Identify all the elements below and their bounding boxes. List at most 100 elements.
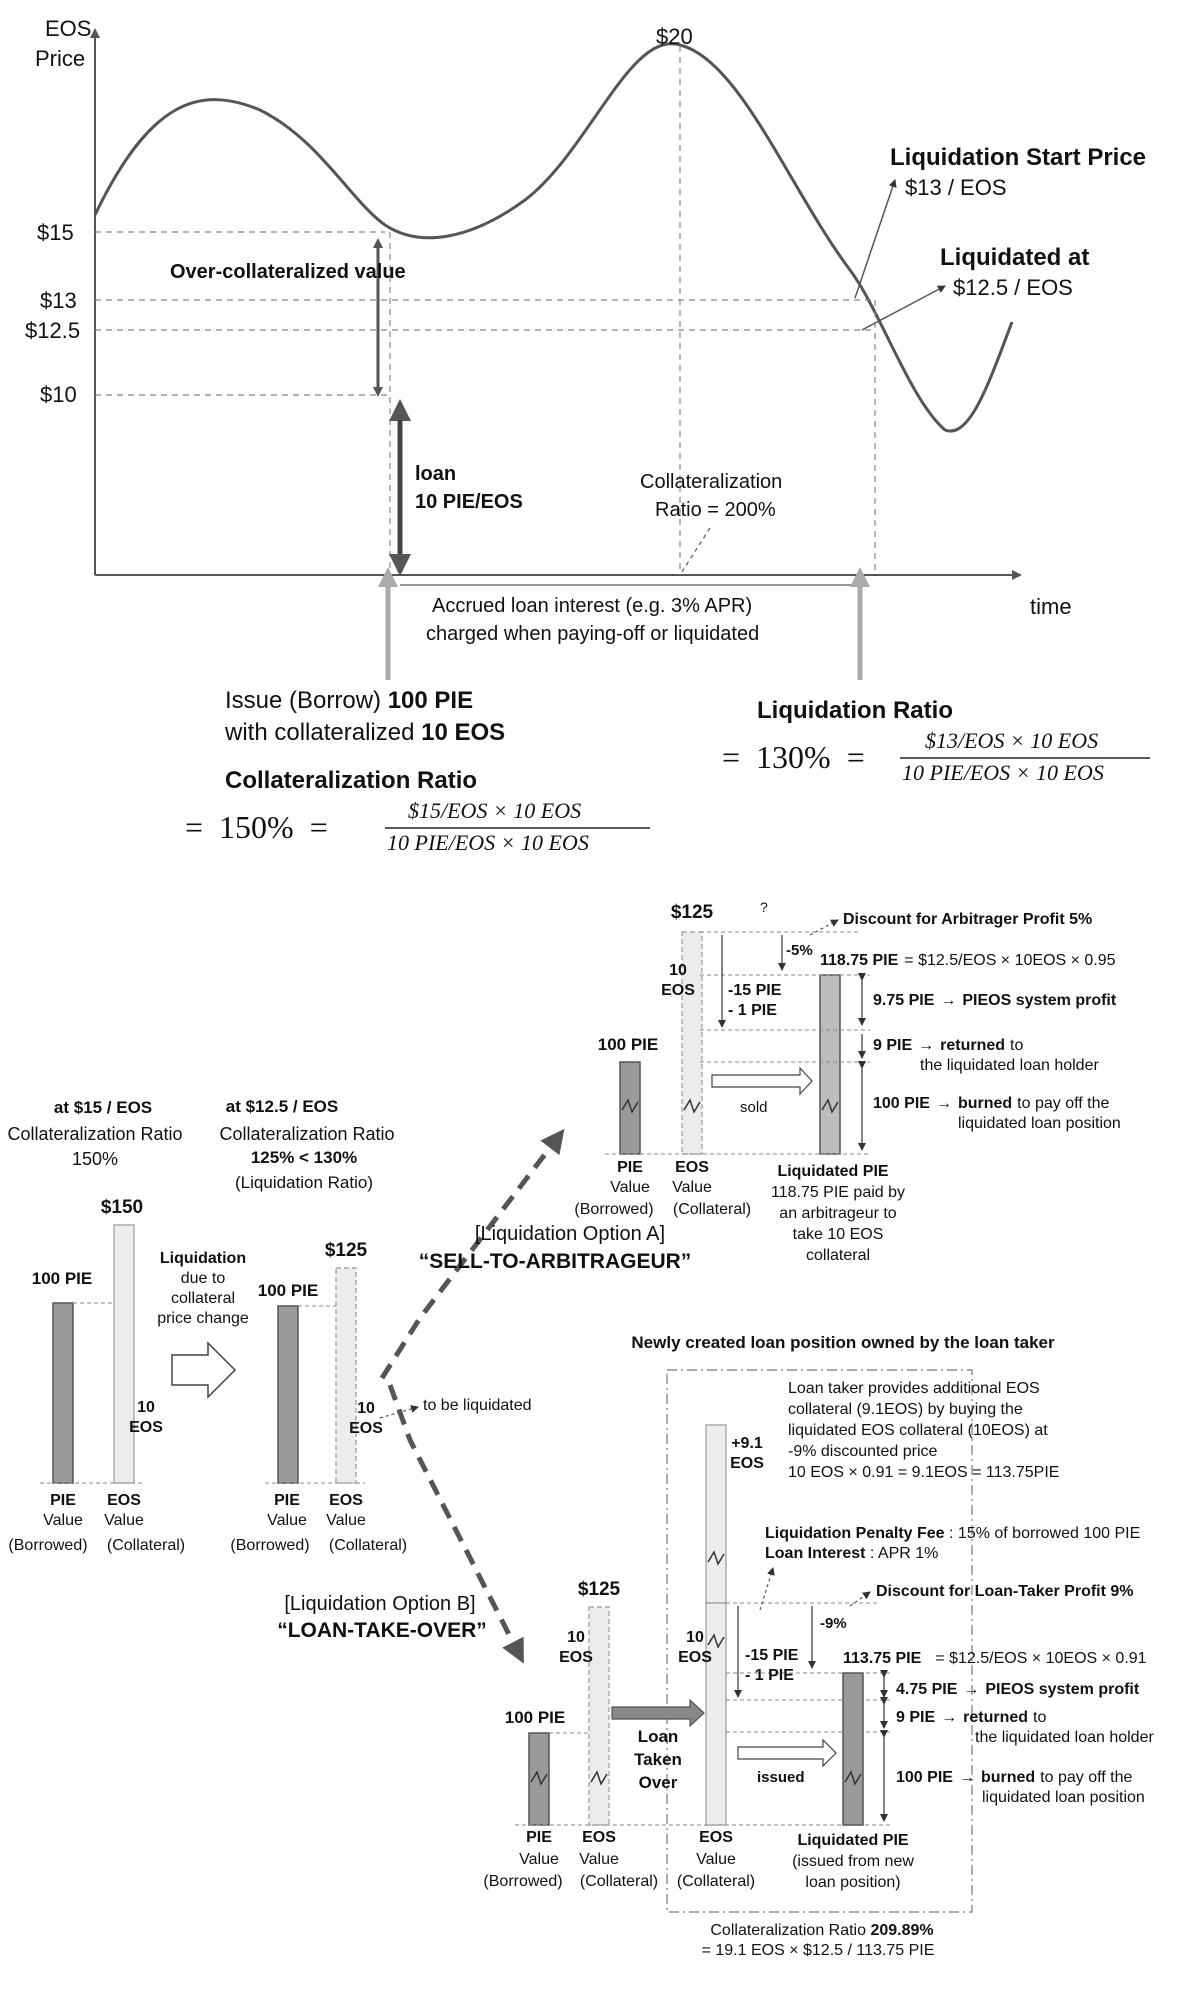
break-b-neweos-top (707, 1550, 725, 1566)
b-liq-cap-3: loan position) (805, 1874, 900, 1891)
option-a-name: “SELL-TO-ARBITRAGEUR” (419, 1250, 692, 1273)
to-be-liquidated: to be liquidated (423, 1397, 532, 1414)
b-pie-cap-1: PIE (526, 1829, 552, 1846)
b-total: 113.75 PIE= $12.5/EOS × 10EOS × 0.91 (843, 1650, 1147, 1667)
left-eos-cap-2: Value (104, 1512, 144, 1529)
cr-formula-den: 10 PIE/EOS × 10 EOS (387, 830, 589, 855)
tick-125: $12.5 (25, 318, 80, 343)
a-eos-label-1: 10 (669, 962, 687, 979)
cr-formula-lhs: = 150% = (185, 809, 328, 845)
interest-2: charged when paying-off or liquidated (426, 623, 759, 645)
b-new-position-box (666, 1369, 973, 1913)
left-eos-cap-3: (Collateral) (107, 1537, 185, 1554)
a-sold-arrow (711, 1066, 813, 1096)
option-b-arrow (387, 1384, 525, 1664)
b-taken-2: Taken (634, 1750, 682, 1769)
b-pct: -9% (820, 1615, 847, 1632)
liq-start-pointer (854, 179, 897, 299)
a-eos-cap-2: Value (672, 1179, 712, 1196)
b-note-2: collateral (9.1EOS) by buying the (788, 1401, 1023, 1418)
interest-1: Accrued loan interest (e.g. 3% APR) (432, 595, 752, 617)
a-pen-2: - 1 PIE (728, 1002, 777, 1019)
a-eos-cap-1: EOS (675, 1159, 709, 1176)
left-sub-1: Collateralization Ratio (7, 1124, 182, 1144)
option-b-bracket: [Liquidation Option B] (284, 1593, 475, 1615)
left-title: at $15 / EOS (54, 1098, 152, 1117)
a-discount: Discount for Arbitrager Profit 5% (843, 911, 1092, 928)
mid-top-value: $125 (325, 1240, 368, 1261)
b-final-ratio-2: = 19.1 EOS × $12.5 / 113.75 PIE (702, 1942, 935, 1959)
liq-at-value: $12.5 / EOS (953, 275, 1073, 300)
cr-formula-num: $15/EOS × 10 EOS (408, 798, 581, 823)
b-returned-2: the liquidated loan holder (975, 1729, 1154, 1746)
option-a-bracket: [Liquidation Option A] (475, 1223, 665, 1245)
break-a-eos (683, 1098, 701, 1114)
break-b-neweos (707, 1633, 725, 1649)
b-note-3: liquidated EOS collateral (10EOS) at (788, 1422, 1048, 1439)
lr-formula-title: Liquidation Ratio (757, 697, 953, 724)
liq-label-3: collateral (171, 1290, 235, 1307)
b-plus-1: +9.1 (731, 1435, 763, 1452)
b-profit: 4.75 PIE→PIEOS system profit (896, 1681, 1140, 1698)
a-pie-cap-1: PIE (617, 1159, 643, 1176)
issue-line-2: with collateralized 10 EOS (224, 719, 505, 746)
x-axis-label: time (1030, 594, 1072, 619)
b-eos-label2-2: EOS (678, 1649, 712, 1666)
loan-label-1: loan (415, 463, 456, 485)
b-pen-pointer (759, 1567, 775, 1611)
left-eos-label-2: EOS (129, 1419, 163, 1436)
b-eos-label-1: 10 (567, 1629, 585, 1646)
mid-pie-cap-1: PIE (274, 1492, 300, 1509)
lr-formula-num: $13/EOS × 10 EOS (925, 728, 1098, 753)
b-taken-1: Loan (638, 1727, 679, 1746)
mid-eos-cap-1: EOS (329, 1492, 363, 1509)
a-eos-label-2: EOS (661, 982, 695, 999)
b-issued: issued (757, 1769, 805, 1786)
a-liq-bar (819, 974, 841, 1155)
mid-eos-label-2: EOS (349, 1420, 383, 1437)
left-top-value: $150 (101, 1197, 143, 1218)
b-new-eos-bar-top (705, 1424, 727, 1604)
price-curve (93, 42, 1014, 433)
b-pie-cap-2: Value (519, 1851, 559, 1868)
a-liq-cap-4: take 10 EOS (793, 1226, 884, 1243)
b-eos-cap-1: EOS (582, 1829, 616, 1846)
left-pie-cap-2: Value (43, 1512, 83, 1529)
mid-panel: at $12.5 / EOS Collateralization Ratio 1… (219, 1097, 565, 1664)
b-eos-cap-3: (Collateral) (580, 1873, 658, 1890)
a-eos-cap-3: (Collateral) (673, 1201, 751, 1218)
mid-eos-cap-3: (Collateral) (329, 1537, 407, 1554)
option-a: [Liquidation Option A] “SELL-TO-ARBITRAG… (419, 899, 1121, 1273)
b-pen-2: - 1 PIE (745, 1667, 794, 1684)
b-pen-1: -15 PIE (745, 1647, 799, 1664)
option-b-name: “LOAN-TAKE-OVER” (277, 1619, 487, 1642)
liq-at-title: Liquidated at (940, 244, 1089, 271)
a-burned-2: liquidated loan position (958, 1115, 1121, 1132)
tick-10: $10 (40, 382, 77, 407)
b-header: Newly created loan position owned by the… (631, 1333, 1055, 1352)
b-pie-label: 100 PIE (505, 1708, 566, 1727)
a-liq-cap-5: collateral (806, 1247, 870, 1264)
b-takeover-arrow (611, 1698, 705, 1728)
b-eos-label2-1: 10 (686, 1629, 704, 1646)
option-b: [Liquidation Option B] “LOAN-TAKE-OVER” … (277, 1333, 1154, 1959)
y-axis-label-1: EOS (45, 16, 91, 41)
b-disc-pointer (849, 1591, 871, 1607)
b-liq-cap-1: Liquidated PIE (797, 1832, 908, 1849)
over-collat-label: Over-collateralized value (170, 261, 406, 283)
lr-formula-den: 10 PIE/EOS × 10 EOS (902, 760, 1104, 785)
b-eos2-cap-3: (Collateral) (677, 1873, 755, 1890)
mid-sub-1: Collateralization Ratio (219, 1124, 394, 1144)
break-b-pie (530, 1770, 548, 1786)
mid-title: at $12.5 / EOS (226, 1097, 338, 1116)
a-profit: 9.75 PIE→PIEOS system profit (873, 992, 1117, 1009)
cr-formula-title: Collateralization Ratio (225, 767, 477, 794)
b-new-eos-bar-bottom (705, 1602, 727, 1826)
a-qmark: ? (760, 899, 768, 915)
b-eos-bar (588, 1606, 610, 1826)
left-panel: at $15 / EOS Collateralization Ratio 150… (7, 1098, 248, 1554)
mid-sub-2: 125% < 130% (251, 1148, 357, 1167)
b-issued-arrow (737, 1738, 837, 1768)
